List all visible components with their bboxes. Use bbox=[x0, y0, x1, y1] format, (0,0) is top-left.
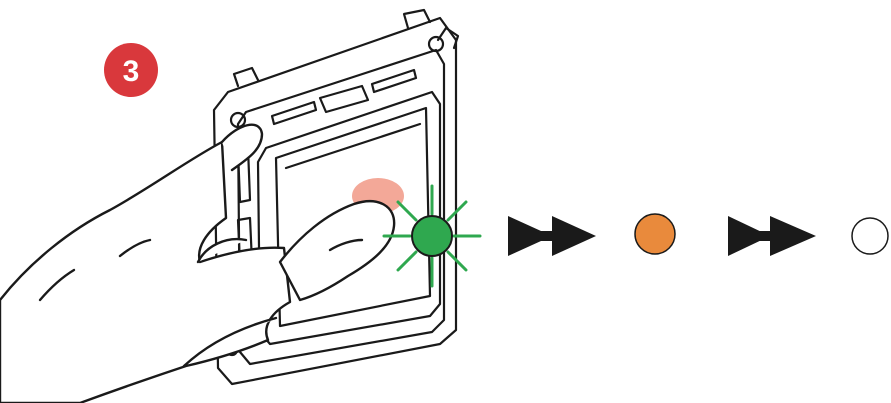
step-number: 3 bbox=[123, 55, 140, 88]
hand-pressing-icon bbox=[0, 123, 396, 403]
step-badge: 3 bbox=[104, 43, 158, 97]
double-arrow-right-icon bbox=[728, 216, 816, 256]
step-badge-circle bbox=[104, 43, 158, 97]
led-green-indicator bbox=[382, 184, 482, 288]
double-arrow-right-icon bbox=[508, 216, 596, 256]
led-glow-rays bbox=[382, 184, 482, 288]
led-orange-circle bbox=[634, 213, 676, 255]
led-off-circle bbox=[851, 217, 889, 255]
led-green-circle bbox=[411, 215, 453, 257]
